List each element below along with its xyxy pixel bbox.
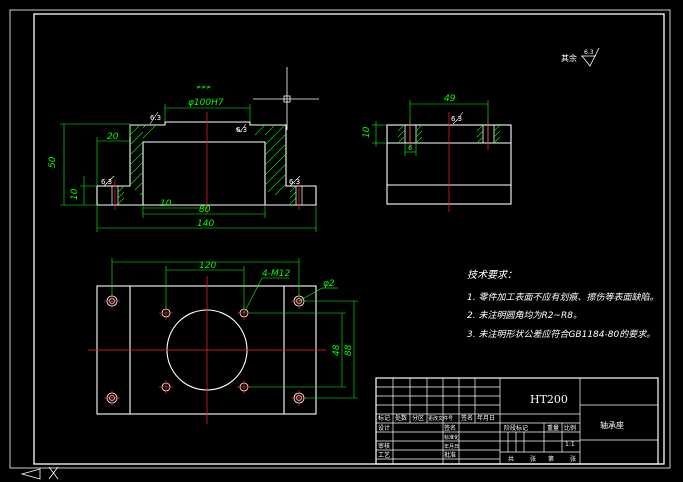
front-roughness-marks: [103, 111, 301, 187]
sign-row-process: 工艺: [378, 451, 390, 459]
scale-value: 1:1: [565, 441, 575, 448]
title-block-grid: [375, 377, 659, 465]
sign-row-approve: 批准: [444, 451, 456, 459]
notes-title: 技术要求：: [467, 269, 517, 281]
dim-inner-10: 10: [160, 199, 172, 209]
material: HT200: [530, 393, 568, 406]
side-roughness-mark: [452, 111, 464, 125]
dim-bore: φ100H7: [188, 98, 224, 108]
side-view: 49 10 6 6.3: [362, 94, 512, 212]
dim-side-height-10: 10: [362, 126, 372, 138]
notes-line-1: 1. 零件加工表面不应有划痕、擦伤等表面缺陷。: [467, 292, 658, 303]
dim-h-48: 48: [332, 344, 342, 356]
surface-finish-value: 6.3: [584, 49, 594, 56]
dim-pin: φ2: [323, 279, 335, 289]
stage-header: 阶段标记: [504, 424, 528, 432]
ucs-icon: [20, 466, 59, 480]
dim-h-88: 88: [344, 344, 354, 356]
front-centerlines: [114, 112, 300, 214]
dim-width-120: 120: [199, 261, 216, 271]
rev-headers: 标记 处数 分区 更改文件号 签名 年月日: [378, 414, 495, 422]
sheet-num-label: 第: [548, 455, 554, 463]
notes-line-3: 3. 未注明形状公差应符合GB1184-80的要求。: [467, 329, 655, 340]
front-dim-lines: [60, 104, 317, 232]
top-view: 120 4-M12 φ2 48 88: [88, 258, 358, 424]
sign-col-signature: 签名: [444, 424, 456, 432]
sign-row-design: 设计: [378, 424, 390, 432]
side-centerlines: [409, 112, 489, 212]
dim-overall-140: 140: [197, 219, 214, 229]
sign-row-review: 审核: [378, 442, 390, 450]
dim-inner-80: 80: [199, 205, 211, 215]
crosshair-cursor: [253, 67, 319, 130]
front-bolt-holes: [111, 186, 303, 205]
roughness-label-2: 6.3: [236, 126, 247, 134]
notes-line-2: 2. 未注明圆角均为R2~R8。: [467, 310, 582, 321]
rev-header-2: 处数: [395, 414, 407, 422]
dim-height-10: 10: [70, 188, 80, 200]
dim-holes: 4-M12: [262, 269, 290, 279]
sign-row-standard: 标准化: [444, 434, 459, 441]
outer-border: [9, 9, 671, 469]
roughness-label-1: 6.3: [150, 114, 161, 122]
rev-header-3: 分区: [412, 414, 424, 422]
sheet-num-unit: 张: [570, 455, 576, 463]
side-roughness-label: 6.3: [451, 115, 462, 123]
top-dim-lines: [111, 258, 358, 399]
rev-header-4: 更改文件号: [428, 415, 453, 422]
top-centerlines: [88, 276, 326, 424]
sheet-total-label: 共: [508, 455, 514, 463]
surface-finish-label: 其余: [561, 53, 577, 63]
surface-finish: 其余 6.3: [561, 47, 600, 67]
surface-finish-symbol: [581, 47, 600, 67]
rev-header-1: 标记: [378, 414, 390, 422]
top-mark: ≠≠≠: [196, 84, 211, 91]
roughness-label-4: 6.3: [289, 178, 300, 186]
dim-width-49: 49: [444, 94, 456, 104]
rev-header-5: 签名: [461, 414, 473, 422]
rev-header-6: 年月日: [477, 414, 495, 422]
dim-height-50: 50: [48, 156, 58, 168]
sign-col-date: 年月日: [444, 443, 459, 450]
dim-slot-6: 6: [408, 144, 413, 152]
tech-notes: 技术要求： 1. 零件加工表面不应有划痕、擦伤等表面缺陷。 2. 未注明圆角均为…: [467, 269, 658, 340]
weight-header: 重量: [547, 424, 559, 432]
part-name: 轴承座: [600, 420, 624, 430]
inner-border: [33, 13, 665, 465]
side-dim-lines: [372, 100, 489, 156]
side-hatch: [397, 124, 501, 144]
roughness-label-3: 6.3: [101, 178, 112, 186]
front-view: φ100H7 20 50 10 10 80 140 6.3 6.3 6.3 6.…: [48, 84, 317, 232]
scale-header: 比例: [564, 424, 576, 432]
front-hatch: [117, 124, 297, 205]
title-block: HT200 轴承座 标记 处数 分区 更改文件号 签名 年月日 设计 标准化 审…: [375, 377, 659, 465]
sheet-total-unit: 张: [530, 455, 536, 463]
dim-width-20: 20: [107, 132, 119, 142]
